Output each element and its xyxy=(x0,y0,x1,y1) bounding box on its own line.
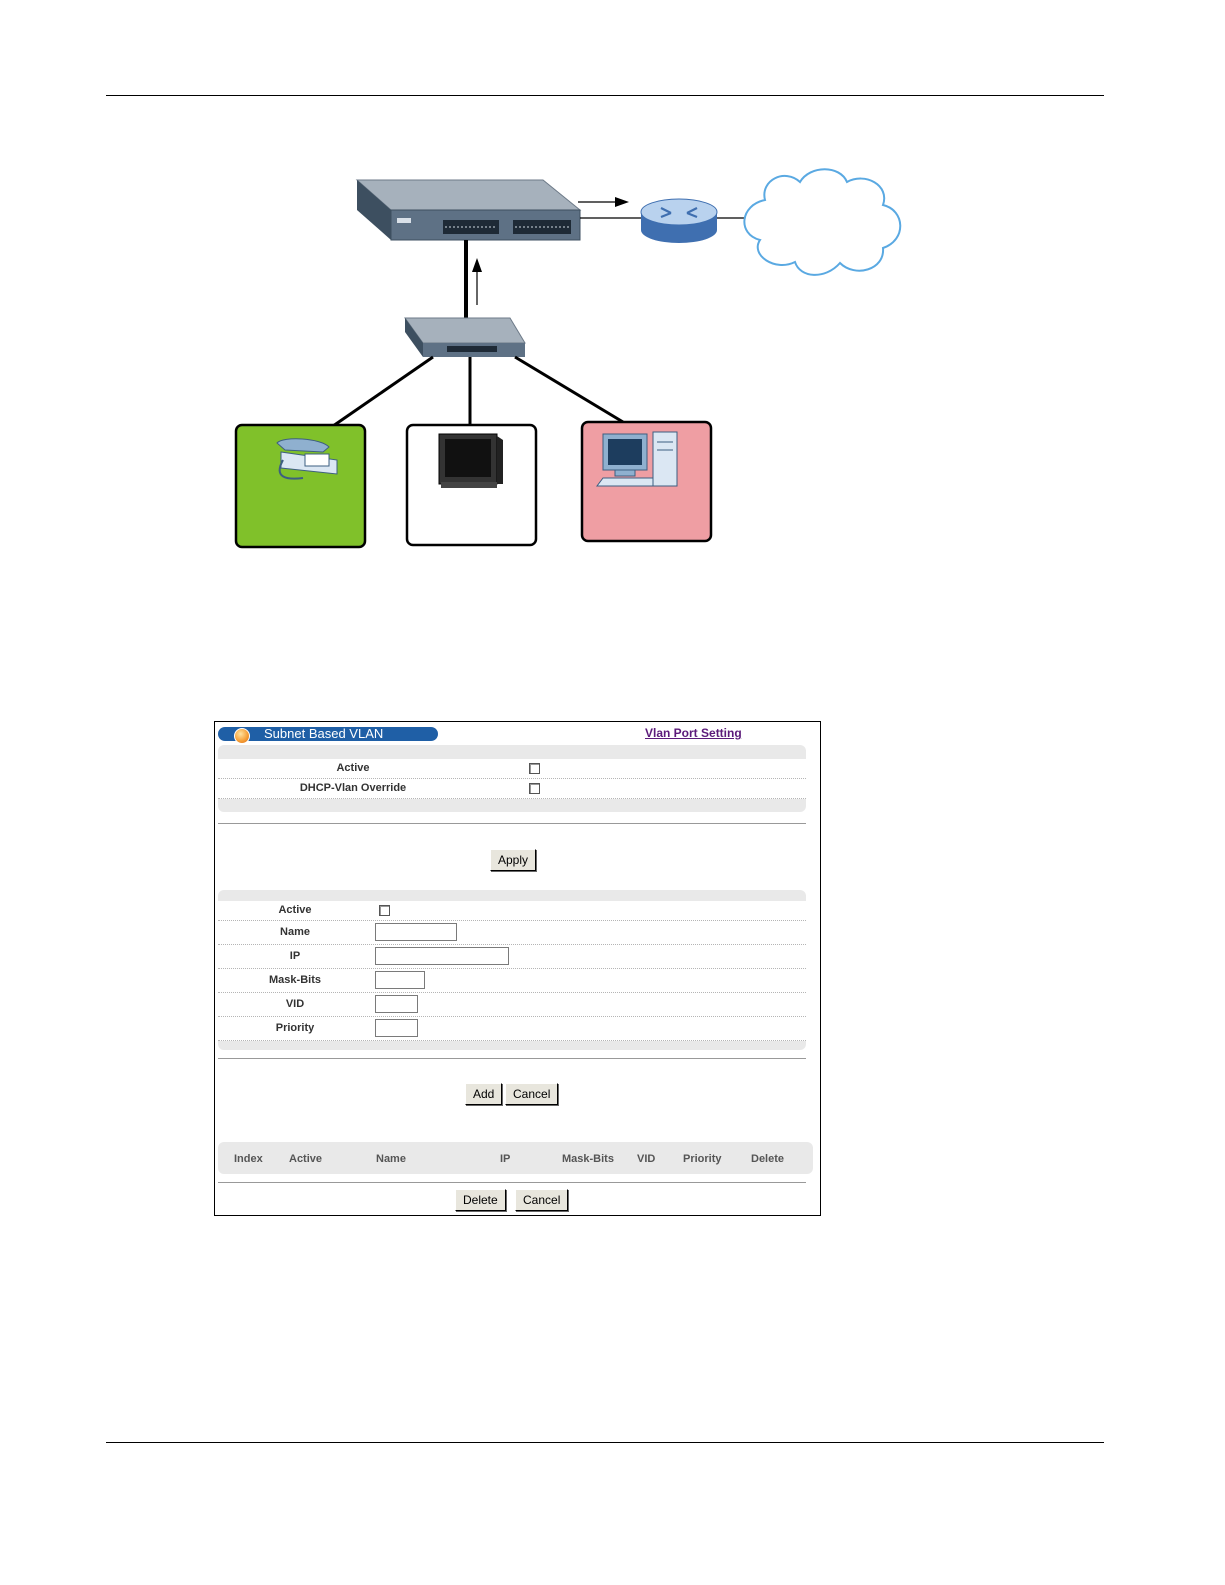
computer-icon xyxy=(597,432,677,486)
vid-label: VID xyxy=(218,998,372,1010)
delete-button[interactable]: Delete xyxy=(455,1189,506,1211)
page-title: Subnet Based VLAN xyxy=(264,726,383,741)
dhcp-override-row: DHCP-Vlan Override xyxy=(218,779,806,799)
bullet-icon xyxy=(234,728,250,744)
apply-button[interactable]: Apply xyxy=(490,849,536,871)
name-label: Name xyxy=(218,926,372,938)
mask-bits-label: Mask-Bits xyxy=(218,974,372,986)
footer-rule xyxy=(106,1442,1104,1443)
priority-input[interactable] xyxy=(375,1019,418,1037)
mask-bits-row: Mask-Bits xyxy=(218,969,806,993)
ip-label: IP xyxy=(218,950,372,962)
global-active-row: Active xyxy=(218,759,806,779)
global-active-checkbox[interactable] xyxy=(529,763,540,774)
subnet-vlan-screen: Subnet Based VLAN Vlan Port Setting Acti… xyxy=(214,721,821,1216)
table-cancel-button[interactable]: Cancel xyxy=(515,1189,568,1211)
ip-row: IP xyxy=(218,945,806,969)
dhcp-override-label: DHCP-Vlan Override xyxy=(218,782,488,794)
column-header-index: Index xyxy=(234,1153,263,1165)
entry-active-checkbox[interactable] xyxy=(379,905,390,916)
column-header-name: Name xyxy=(376,1153,406,1165)
switch-icon xyxy=(357,180,580,240)
column-header-delete: Delete xyxy=(751,1153,784,1165)
priority-row: Priority xyxy=(218,1017,806,1041)
title-bar: Subnet Based VLAN xyxy=(218,727,438,741)
add-button[interactable]: Add xyxy=(465,1083,502,1105)
column-header-mask-bits: Mask-Bits xyxy=(562,1153,614,1165)
name-row: Name xyxy=(218,921,806,945)
router-icon xyxy=(641,199,717,243)
column-header-vid: VID xyxy=(637,1153,655,1165)
separator xyxy=(218,823,806,824)
entry-cancel-button[interactable]: Cancel xyxy=(505,1083,558,1105)
separator xyxy=(218,1058,806,1059)
monitor-icon xyxy=(439,434,503,488)
ip-input[interactable] xyxy=(375,947,509,965)
column-header-priority: Priority xyxy=(683,1153,722,1165)
cloud-icon xyxy=(744,169,900,275)
column-header-ip: IP xyxy=(500,1153,510,1165)
network-diagram xyxy=(225,160,925,560)
priority-label: Priority xyxy=(218,1022,372,1034)
mask-bits-input[interactable] xyxy=(375,971,425,989)
vid-input[interactable] xyxy=(375,995,418,1013)
separator xyxy=(218,1182,806,1183)
entry-active-row: Active xyxy=(218,901,806,921)
name-input[interactable] xyxy=(375,923,457,941)
vlan-port-setting-link[interactable]: Vlan Port Setting xyxy=(645,726,742,740)
entry-active-label: Active xyxy=(218,904,372,916)
global-active-label: Active xyxy=(218,762,488,774)
header-rule xyxy=(106,95,1104,96)
dhcp-override-checkbox[interactable] xyxy=(529,783,540,794)
vid-row: VID xyxy=(218,993,806,1017)
column-header-active: Active xyxy=(289,1153,322,1165)
small-switch-icon xyxy=(405,318,525,357)
